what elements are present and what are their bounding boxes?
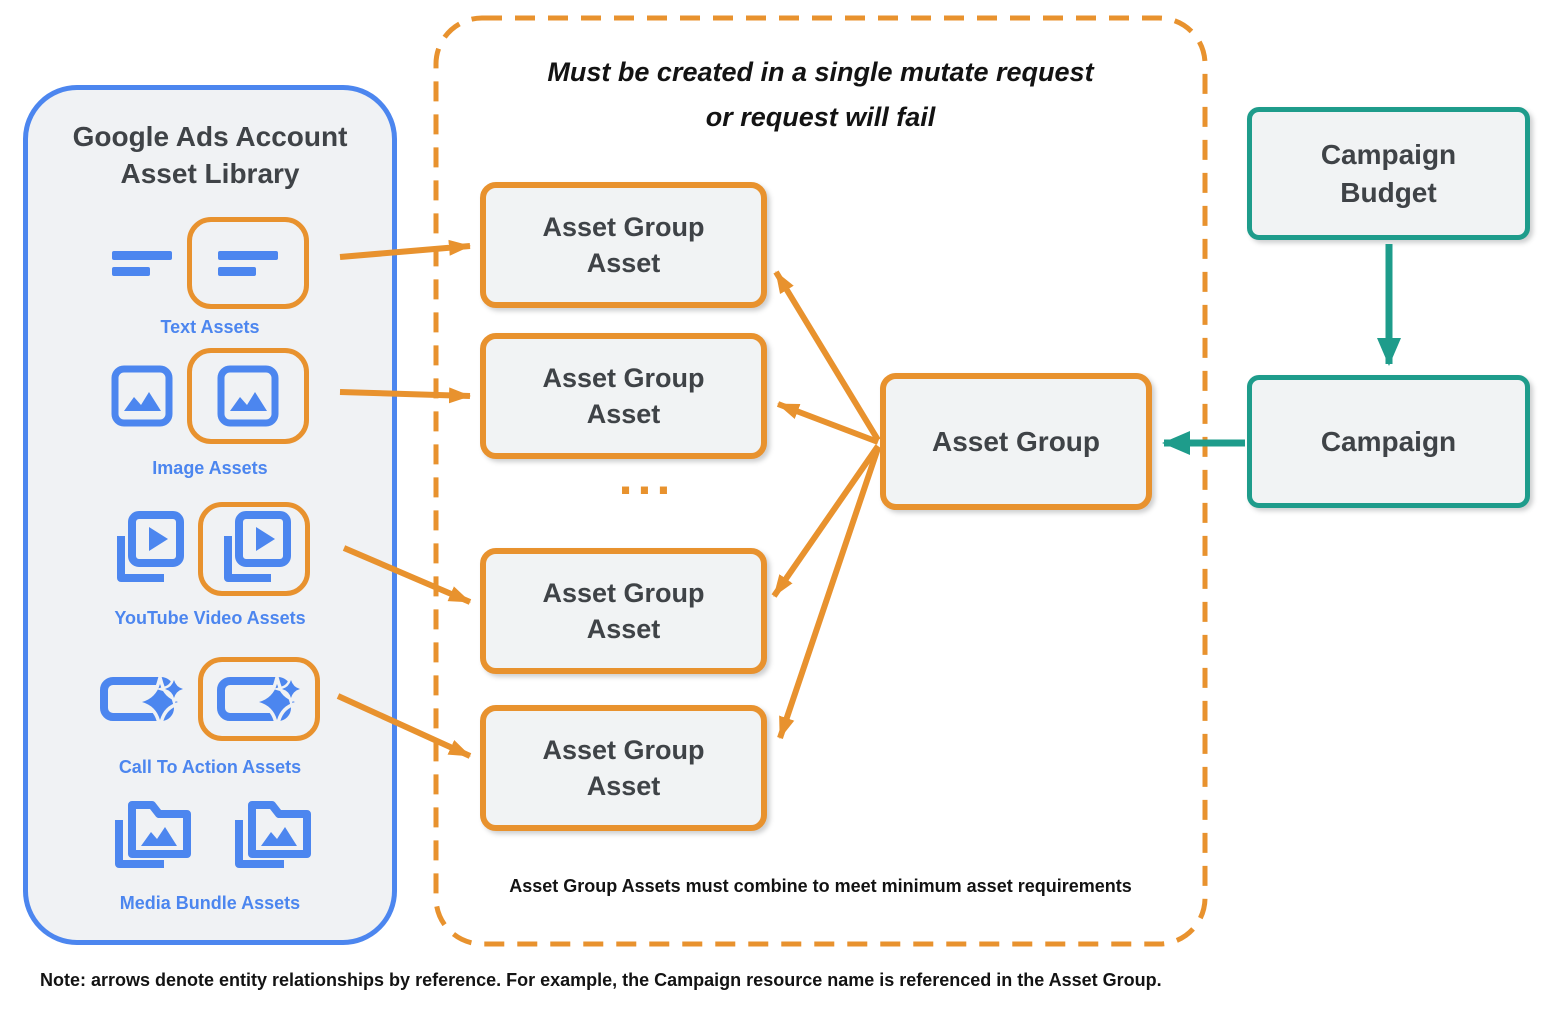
- selected-asset-highlight-ring: [187, 348, 309, 444]
- media-bundle-asset-icon: [115, 801, 191, 868]
- asset-group-box: Asset Group: [880, 373, 1152, 510]
- image-asset-icon: [111, 365, 173, 427]
- mutate-container-footer: Asset Group Assets must combine to meet …: [509, 876, 1132, 896]
- asset-group-asset-box: Asset Group Asset: [480, 548, 767, 674]
- text-assets-label: Text Assets: [160, 317, 260, 337]
- asset-group-asset-box: Asset Group Asset: [480, 182, 767, 308]
- image-asset-icon: [217, 365, 279, 427]
- asset-group-asset-box: Asset Group Asset: [480, 333, 767, 459]
- image-assets-label: Image Assets: [152, 458, 268, 478]
- call-to-action-assets-label: Call To Action Assets: [118, 757, 302, 777]
- asset-group-asset-box: Asset Group Asset: [480, 705, 767, 831]
- youtube-video-asset-icon: [117, 511, 184, 582]
- diagram-note: Note: arrows denote entity relationships…: [40, 970, 1162, 990]
- mutate-request-title: Must be created in a single mutate reque…: [547, 57, 1094, 132]
- text-asset-icon: [218, 251, 278, 276]
- text-asset-icon: [112, 251, 172, 276]
- more-asset-group-assets-ellipsis: ...: [618, 449, 676, 505]
- asset-row-media-bundle: Media Bundle Assets: [28, 793, 392, 914]
- campaign-box: Campaign: [1247, 375, 1530, 508]
- media-bundle-assets-label: Media Bundle Assets: [119, 893, 301, 913]
- asset-row-youtube: YouTube Video Assets: [28, 502, 392, 629]
- asset-row-call-to-action: Call To Action Assets: [28, 657, 392, 778]
- selected-asset-highlight-ring: [198, 657, 320, 741]
- campaign-budget-box: Campaign Budget: [1247, 107, 1530, 240]
- selected-asset-highlight-ring: [187, 217, 309, 309]
- asset-library-title: Google Ads Account Asset Library: [72, 121, 348, 190]
- call-to-action-asset-icon: [217, 670, 301, 728]
- asset-row-text: Text Assets: [28, 217, 392, 338]
- media-bundle-asset-icon: [235, 801, 311, 868]
- call-to-action-asset-icon: [100, 670, 184, 728]
- selected-asset-highlight-ring: [198, 502, 310, 596]
- youtube-video-assets-label: YouTube Video Assets: [114, 608, 306, 628]
- asset-library-panel: Google Ads Account Asset Library Text As…: [23, 85, 397, 945]
- youtube-video-asset-icon: [224, 511, 291, 582]
- asset-row-image: Image Assets: [28, 348, 392, 479]
